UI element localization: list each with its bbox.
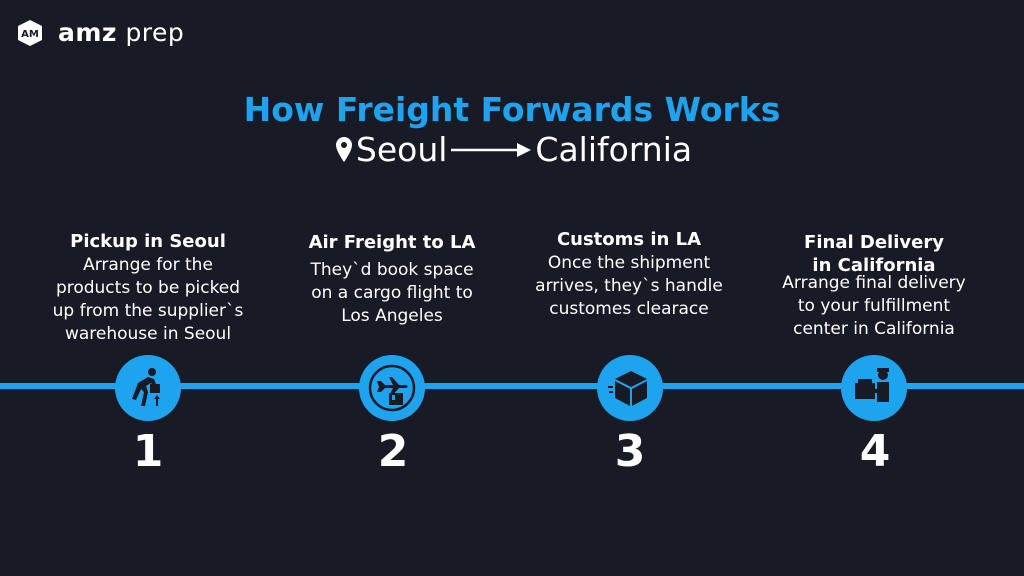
step-desc-line: on a cargo flight to: [311, 283, 473, 303]
timeline-line: [0, 383, 1024, 389]
step-title-line-2: in California: [812, 255, 936, 276]
step-desc-line: Los Angeles: [341, 306, 443, 326]
step-desc-line: center in California: [793, 319, 955, 339]
route-line: Seoul California: [0, 130, 1024, 169]
step-2-circle: [359, 355, 425, 421]
amz-cube-logo-icon: AM: [18, 19, 42, 46]
route-origin: Seoul: [355, 130, 448, 169]
step-desc-line: Arrange final delivery: [782, 273, 966, 293]
page-title: How Freight Forwards Works: [243, 90, 781, 129]
moving-box-icon: [608, 371, 647, 406]
brand-logo: AM amz prep: [16, 18, 184, 47]
step-1: Pickup in Seoul Arrange for the products…: [28, 230, 268, 346]
step-number: 1: [132, 426, 164, 477]
map-pin-icon: [335, 136, 352, 162]
step-number: 3: [614, 426, 646, 477]
airplane-box-icon: [368, 364, 416, 412]
step-desc-line: products to be picked: [55, 278, 241, 298]
step-number: 4: [859, 426, 891, 477]
courier-delivery-icon: [855, 368, 889, 402]
step-desc-line: customes clearace: [549, 299, 709, 319]
step-desc-line: up from the supplier`s: [52, 301, 244, 321]
step-desc-line: Arrange for the: [83, 255, 213, 275]
step-2: Air Freight to LA They`d book space on a…: [272, 231, 512, 328]
step-title: Final Delivery: [804, 232, 944, 253]
arrow-right-icon: [451, 142, 532, 157]
step-title: Air Freight to LA: [308, 232, 476, 253]
step-3: Customs in LA Once the shipment arrives,…: [509, 228, 749, 321]
step-desc-line: Once the shipment: [547, 253, 711, 273]
step-number: 2: [377, 426, 409, 477]
route-destination: California: [535, 130, 693, 169]
step-1-circle: [115, 355, 181, 421]
step-3-circle: [597, 355, 663, 421]
brand-name: amz prep: [58, 18, 185, 47]
step-desc-line: arrives, they`s handle: [535, 276, 723, 296]
step-4-circle: [841, 355, 907, 421]
svg-text:AM: AM: [21, 29, 39, 40]
person-lifting-box-icon: [132, 368, 160, 406]
step-desc-line: They`d book space: [310, 260, 474, 280]
step-desc-line: warehouse in Seoul: [64, 324, 232, 344]
step-title: Customs in LA: [556, 229, 702, 250]
step-title: Pickup in Seoul: [70, 231, 226, 252]
step-4: Final Delivery in California Arrange fin…: [754, 231, 994, 341]
step-desc-line: to your fulfillment: [797, 296, 951, 316]
